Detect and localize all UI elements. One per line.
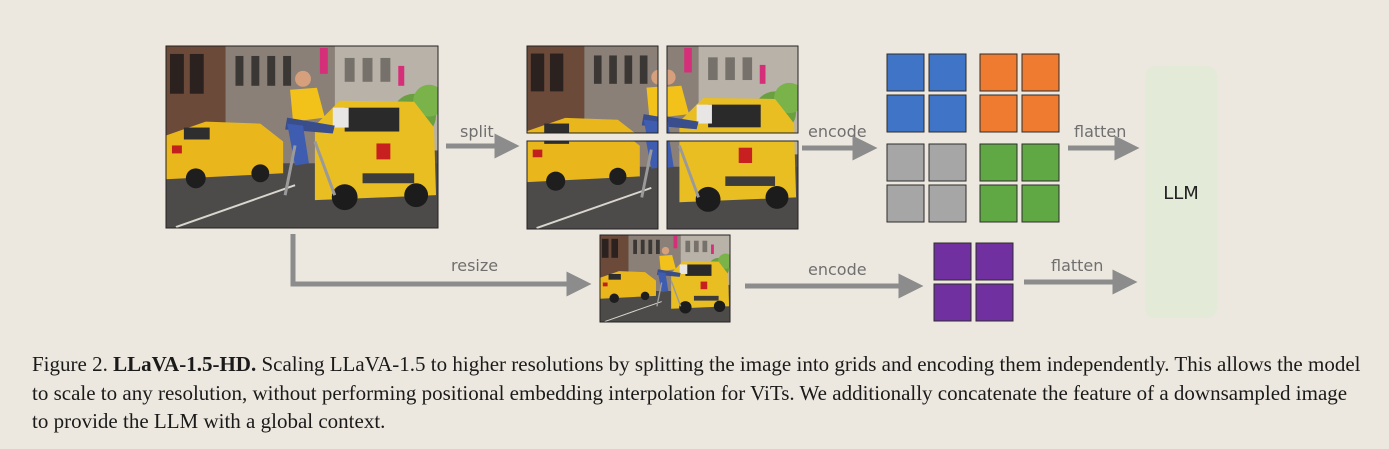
feature-grid-green <box>980 144 1059 222</box>
resized-image <box>600 235 733 322</box>
llava-hd-diagram: split encode <box>0 0 1389 340</box>
feature-grid-gray <box>887 144 966 222</box>
split-arrow: split <box>446 122 512 146</box>
split-label: split <box>460 122 494 141</box>
flatten-label-bottom: flatten <box>1051 256 1103 275</box>
resize-label: resize <box>451 256 498 275</box>
llm-label: LLM <box>1163 183 1199 204</box>
caption-prefix: Figure 2. <box>32 352 113 376</box>
encode-arrow-bottom: encode <box>745 260 916 286</box>
feature-grid-orange <box>980 54 1059 132</box>
flatten-arrow-bottom: flatten <box>1024 256 1130 282</box>
flatten-arrow-top: flatten <box>1068 122 1132 148</box>
figure-caption: Figure 2. LLaVA-1.5-HD. Scaling LLaVA-1.… <box>32 350 1362 436</box>
llm-block: LLM <box>1145 66 1217 318</box>
split-grid <box>527 46 805 229</box>
flatten-label-top: flatten <box>1074 122 1126 141</box>
encode-arrow-top: encode <box>802 122 870 148</box>
original-image <box>166 46 445 228</box>
encode-label-top: encode <box>808 122 867 141</box>
resize-arrow: resize <box>293 234 584 284</box>
feature-grid-blue <box>887 54 966 132</box>
encode-label-bottom: encode <box>808 260 867 279</box>
caption-title: LLaVA-1.5-HD. <box>113 352 256 376</box>
feature-grid-purple <box>934 243 1013 321</box>
